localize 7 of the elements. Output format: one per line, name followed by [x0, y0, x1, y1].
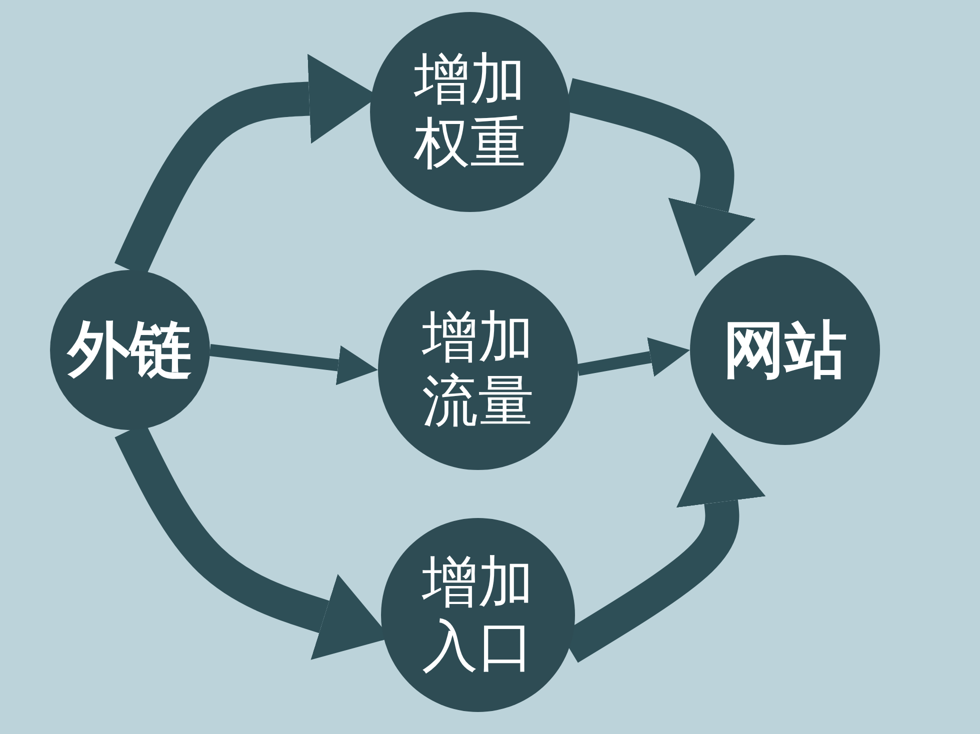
- node-label: 增加权重: [412, 48, 527, 176]
- node-label: 外链: [66, 314, 193, 386]
- node-label: 增加入口: [420, 550, 535, 680]
- arrow: [576, 337, 690, 377]
- node-label: 增加流量: [420, 306, 535, 434]
- node-label: 网站: [722, 314, 848, 386]
- arrow: [209, 344, 378, 386]
